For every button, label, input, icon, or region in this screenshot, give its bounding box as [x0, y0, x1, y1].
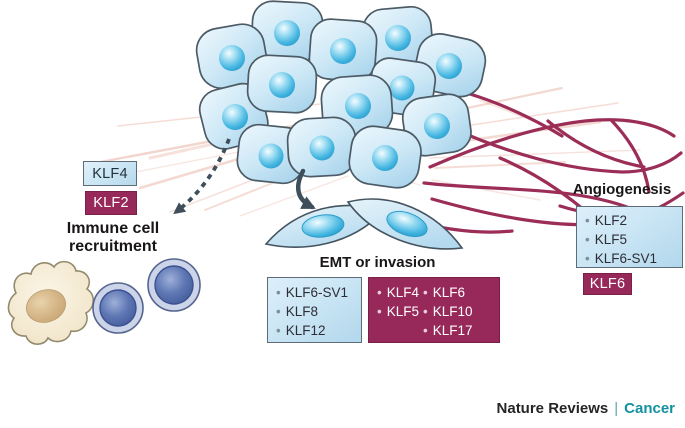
- tumor-cell-nucleus: [258, 143, 284, 169]
- klf2-chip-label: KLF2: [93, 195, 129, 211]
- emt-maroon-list-col1: KLF4 KLF5: [377, 283, 419, 337]
- klf-item: KLF6-SV1: [276, 283, 353, 302]
- tumor-cell-nucleus: [385, 25, 411, 51]
- journal-separator: |: [614, 400, 619, 417]
- emt-downregulated-box: KLF4 KLF5 KLF6 KLF10 KLF17: [368, 277, 500, 343]
- dashed-arrow: [173, 138, 231, 215]
- klf6-chip: KLF6: [583, 273, 632, 295]
- klf4-chip: KLF4: [83, 161, 137, 186]
- angiogenesis-title: Angiogenesis: [572, 181, 672, 198]
- macrophage-nucleus: [25, 289, 67, 323]
- tumor-cell-nucleus: [436, 53, 462, 79]
- journal-credit: Nature Reviews | Cancer: [497, 400, 675, 417]
- invading-cells: [264, 198, 464, 250]
- journal-section: Cancer: [624, 400, 675, 417]
- tumor-cell-nucleus: [372, 145, 398, 171]
- immune-title-line2: recruitment: [68, 237, 158, 255]
- tumor-cell-nucleus: [274, 20, 300, 46]
- journal-name: Nature Reviews: [496, 400, 609, 417]
- invading-cell: [346, 198, 464, 250]
- emt-upregulated-box: KLF6-SV1 KLF8 KLF12: [267, 277, 362, 343]
- klf-item: KLF5: [585, 230, 674, 249]
- angiogenesis-blue-list: KLF2 KLF5 KLF6-SV1: [585, 211, 674, 268]
- tumor-cell-nucleus: [345, 93, 371, 119]
- emt-blue-list: KLF6-SV1 KLF8 KLF12: [276, 283, 353, 340]
- klf-item: KLF6-SV1: [585, 249, 674, 268]
- klf-item: KLF2: [585, 211, 674, 230]
- klf-item: KLF8: [276, 302, 353, 321]
- lymphocyte-nucleus: [99, 289, 137, 327]
- macrophage: [7, 260, 95, 345]
- tumor-cell-nucleus: [309, 135, 335, 161]
- klf4-chip-label: KLF4: [92, 165, 128, 182]
- klf2-chip: KLF2: [85, 191, 137, 215]
- lymphocyte-nucleus: [154, 265, 194, 305]
- immune-title-line1: Immune cell: [66, 220, 160, 237]
- lymphocyte: [147, 258, 201, 312]
- emt-title: EMT or invasion: [319, 254, 436, 271]
- angiogenesis-upregulated-box: KLF2 KLF5 KLF6-SV1: [576, 206, 683, 268]
- immune-recruitment-title: Immune cell recruitment: [48, 220, 178, 255]
- klf-item: KLF10: [423, 302, 473, 321]
- klf-item: KLF17: [423, 321, 473, 340]
- klf-item: KLF4: [377, 283, 419, 302]
- tumor-cell-nucleus: [222, 104, 248, 130]
- klf-item: KLF12: [276, 321, 353, 340]
- emt-arrow: [295, 168, 316, 210]
- invading-cell-nucleus: [386, 210, 428, 238]
- immune-cells: [7, 258, 201, 345]
- tumor-cell-nucleus: [389, 75, 415, 101]
- emt-maroon-list-col2: KLF6 KLF10 KLF17: [423, 283, 473, 340]
- klf-item: KLF5: [377, 302, 419, 321]
- tumor-cell-cluster: [195, 0, 487, 189]
- tumor-cell-nucleus: [269, 72, 295, 98]
- tumor-cell-nucleus: [424, 113, 450, 139]
- tumor-cell-nucleus: [330, 38, 356, 64]
- invading-cell-nucleus: [301, 214, 345, 238]
- tumor-cell-nucleus: [219, 45, 245, 71]
- klf6-chip-label: KLF6: [589, 276, 626, 292]
- lymphocyte: [92, 282, 144, 334]
- klf-item: KLF6: [423, 283, 473, 302]
